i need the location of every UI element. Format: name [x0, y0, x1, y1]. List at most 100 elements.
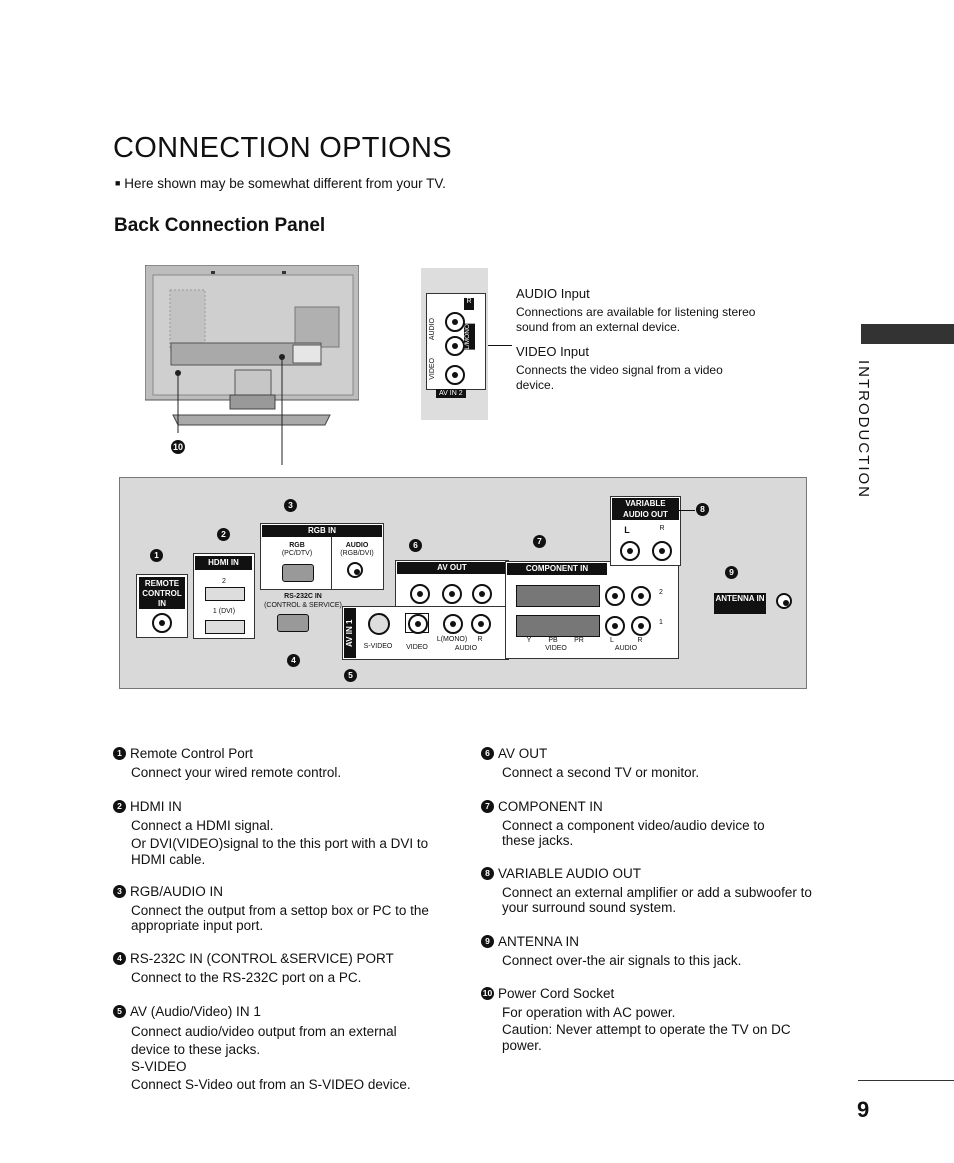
rgb-in-label: RGB IN: [262, 525, 382, 537]
audio-rgb-sub-label: (RGB/DVI): [340, 550, 374, 557]
av-in1-r-jack: [471, 614, 491, 634]
row2-label: 2: [659, 589, 663, 596]
note-text: Here shown may be somewhat different fro…: [124, 176, 446, 191]
component-label: COMPONENT IN: [507, 563, 607, 575]
page-number: 9: [857, 1097, 870, 1122]
rs232-label: RS-232C IN: [284, 593, 322, 600]
var-l-label: L: [624, 525, 630, 535]
hdmi-2-port: [205, 587, 245, 601]
component-in-block: COMPONENT IN 2 1 Y PB PR VIDEO L R AUDIO: [505, 561, 679, 659]
svideo-jack: [368, 613, 390, 635]
pr-label: PR: [574, 637, 584, 644]
av-in2-panel: R AUDIO L/MONO VIDEO AV IN 2: [421, 268, 488, 420]
leader-line: [679, 510, 695, 511]
component-l-label: L: [610, 637, 614, 644]
component-row1-video: [516, 615, 600, 637]
back-connection-panel: 1 REMOTE CONTROL IN 2 HDMI IN 2 1 (DVI) …: [119, 477, 807, 689]
note: ■ Here shown may be somewhat different f…: [115, 176, 446, 191]
callout-10: 10: [171, 440, 185, 454]
av-out-video-jack: [410, 584, 430, 604]
video-input-body: Connects the video signal from a video d…: [516, 363, 723, 392]
callout-6: 6: [409, 539, 422, 552]
leader-line: [488, 345, 512, 346]
audio-rgb-label: AUDIO: [345, 542, 369, 549]
tv-back-illustration: [144, 264, 360, 470]
pb-label: PB: [548, 637, 558, 644]
callout-2: 2: [217, 528, 230, 541]
page-title: CONNECTION OPTIONS: [113, 132, 452, 164]
hdmi-1-port: [205, 620, 245, 634]
audio-r-jack: [445, 312, 465, 332]
av-out-r-jack: [472, 584, 492, 604]
component-row2-l-jack: [605, 586, 625, 606]
hdmi-2-label: 2: [222, 578, 226, 585]
var-r-jack: [652, 541, 672, 561]
y-label: Y: [526, 637, 532, 644]
component-row2-r-jack: [631, 586, 651, 606]
rgb-sub-label: (PC/DTV): [281, 550, 313, 557]
av-in1-block: AV IN 1 S-VIDEO VIDEO L(MONO) R AUDIO: [342, 606, 509, 660]
callout-9: 9: [725, 566, 738, 579]
variable-audio-label: VARIABLE AUDIO OUT: [612, 498, 679, 520]
audio-input-title: AUDIO Input: [516, 286, 590, 301]
video-label: VIDEO: [429, 358, 436, 380]
section-title: Back Connection Panel: [114, 215, 326, 236]
hdmi-label: HDMI IN: [195, 556, 252, 570]
callout-8: 8: [696, 503, 709, 516]
video-jack: [445, 365, 465, 385]
av-in2-label: AV IN 2: [436, 389, 466, 398]
row1-label: 1: [659, 619, 663, 626]
av-out-block: AV OUT: [395, 560, 509, 610]
antenna-jack: [776, 593, 792, 609]
video-input-title: VIDEO Input: [516, 344, 589, 359]
callout-7: 7: [533, 535, 546, 548]
side-tab-marker: [861, 324, 954, 344]
bullet-square-icon: ■: [115, 178, 121, 188]
rgb-label: RGB: [289, 542, 305, 549]
r-label: R: [464, 298, 474, 310]
av-in2-descriptions: AUDIO Input Connections are available fo…: [516, 286, 776, 393]
component-row1-r-jack: [631, 616, 651, 636]
var-r-label: R: [659, 525, 665, 532]
callout-1: 1: [150, 549, 163, 562]
r-label: R: [477, 636, 483, 643]
rgb-port: [282, 564, 314, 582]
av-in1-label: AV IN 1: [344, 608, 356, 658]
variable-audio-block: VARIABLE AUDIO OUT L R: [610, 496, 681, 566]
av-in1-l-jack: [443, 614, 463, 634]
callout-5: 5: [344, 669, 357, 682]
av-in1-video-jack: [408, 614, 428, 634]
av-out-l-jack: [442, 584, 462, 604]
audio-l-jack: [445, 336, 465, 356]
rs232-port: [277, 614, 309, 632]
hdmi-block: HDMI IN 2 1 (DVI): [193, 553, 255, 639]
rgb-in-block: RGB IN RGB (PC/DTV) AUDIO (RGB/DVI): [260, 523, 384, 590]
audio-input-body: Connections are available for listening …: [516, 305, 756, 334]
component-row1-l-jack: [605, 616, 625, 636]
lmono-label: L(MONO): [436, 636, 468, 643]
lmono-label: L/MONO: [464, 324, 475, 350]
remote-label: REMOTE CONTROL IN: [139, 577, 185, 609]
side-tab-label: INTRODUCTION: [855, 360, 872, 499]
rs232-sub-label: (CONTROL & SERVICE): [264, 602, 342, 609]
svideo-label: S-VIDEO: [363, 643, 393, 650]
component-r-label: R: [637, 637, 643, 644]
remote-jack: [152, 613, 172, 633]
antenna-label: ANTENNA IN: [714, 593, 766, 614]
hdmi-1-label: 1 (DVI): [212, 608, 236, 615]
footer-rule: [858, 1080, 954, 1081]
video-label: VIDEO: [406, 644, 428, 651]
av-out-label: AV OUT: [397, 562, 507, 574]
remote-control-block: REMOTE CONTROL IN: [136, 574, 188, 638]
callout-4: 4: [287, 654, 300, 667]
audio-label: AUDIO: [429, 318, 436, 341]
component-video-label: VIDEO: [545, 645, 567, 652]
